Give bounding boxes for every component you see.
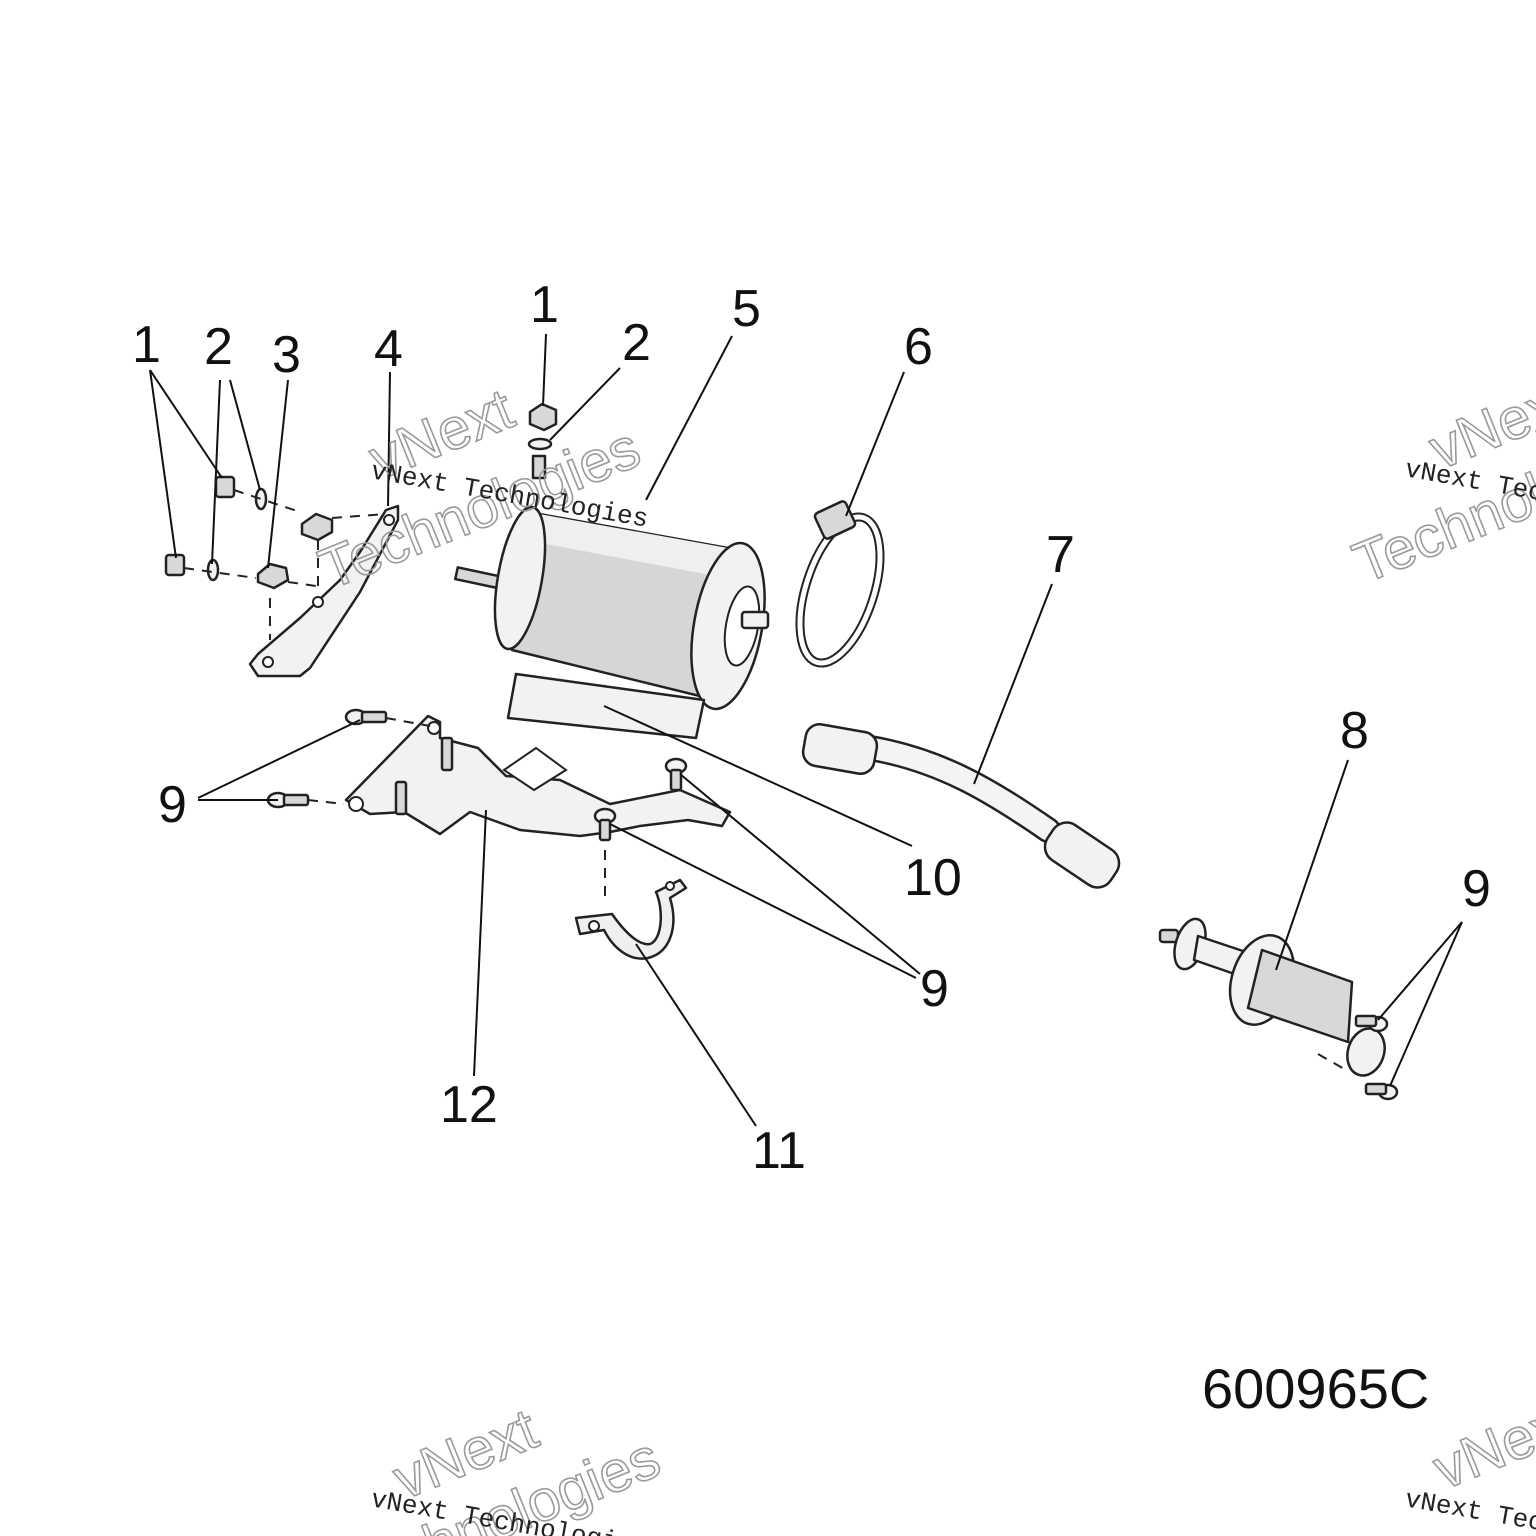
callout-4: 4 bbox=[374, 320, 403, 378]
callout-10: 10 bbox=[904, 849, 962, 907]
bolt-9-a bbox=[344, 708, 388, 726]
drive-pinion bbox=[1246, 948, 1354, 1044]
bracket-12-cutout bbox=[502, 746, 568, 792]
callout-9-left: 9 bbox=[158, 776, 187, 834]
left-hardware bbox=[164, 475, 387, 640]
callout-2-left: 2 bbox=[204, 318, 233, 376]
boot-end-right bbox=[1043, 821, 1121, 889]
callout-9-right: 9 bbox=[1462, 860, 1491, 918]
nut-1-upper bbox=[214, 475, 236, 499]
strap-11-body bbox=[574, 878, 688, 960]
bracket-4-body bbox=[248, 504, 400, 678]
flange-nut-3 bbox=[256, 562, 290, 590]
callout-12: 12 bbox=[440, 1076, 498, 1134]
callouts: 1 2 3 4 1 2 5 6 7 8 9 10 9 9 11 12 bbox=[132, 276, 1491, 1180]
boot-end-left bbox=[801, 723, 879, 775]
document-number: 600965C bbox=[1202, 1357, 1429, 1420]
callout-3: 3 bbox=[272, 326, 301, 384]
hose-clamp-6 bbox=[795, 500, 885, 668]
bracket-4 bbox=[248, 504, 400, 678]
callout-11: 11 bbox=[752, 1122, 806, 1180]
bolt-9-e bbox=[1354, 1014, 1389, 1033]
callout-5: 5 bbox=[732, 280, 761, 338]
bolt-9-d bbox=[593, 807, 617, 842]
bracket-12 bbox=[266, 708, 732, 900]
callout-1-left: 1 bbox=[132, 316, 161, 374]
starter-motor-5 bbox=[454, 402, 770, 711]
callout-9-center: 9 bbox=[920, 960, 949, 1018]
callout-2-top: 2 bbox=[622, 314, 651, 372]
strap-11 bbox=[574, 878, 688, 960]
leader-lines bbox=[149, 333, 1463, 1127]
watermark-word-1: vNext bbox=[1425, 1386, 1536, 1502]
watermark-top-right: vNext Technologies vNext Technologies bbox=[1344, 365, 1536, 596]
bolt-9-f bbox=[1364, 1082, 1399, 1101]
watermark-bottom-center: vNext Technologies vNext Technologies bbox=[330, 1395, 670, 1536]
terminal-stud bbox=[531, 454, 547, 480]
nut-1-top bbox=[528, 402, 558, 432]
flange-nut-upper bbox=[300, 512, 334, 542]
boot-7 bbox=[801, 723, 1121, 889]
callout-8: 8 bbox=[1340, 702, 1369, 760]
clamp-screw-housing bbox=[813, 500, 857, 540]
callout-1-top: 1 bbox=[530, 276, 559, 334]
bolt-9-c bbox=[664, 757, 688, 792]
motor-output-shaft bbox=[740, 610, 770, 630]
washer-2-top bbox=[527, 437, 553, 451]
washer-2-upper bbox=[254, 487, 268, 511]
motor-end-cap-left bbox=[493, 505, 547, 651]
callout-7: 7 bbox=[1046, 526, 1075, 584]
callout-6: 6 bbox=[904, 318, 933, 376]
drive-assembly-8 bbox=[1158, 917, 1399, 1101]
